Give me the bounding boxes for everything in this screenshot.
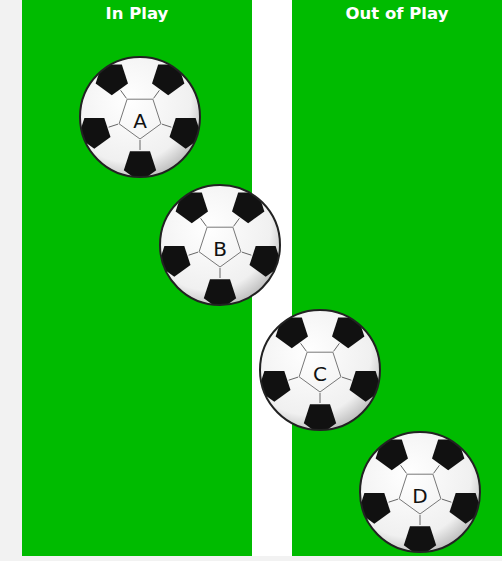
ball-seam bbox=[389, 499, 399, 502]
ball-seam bbox=[121, 90, 127, 98]
soccer-ball: D bbox=[358, 430, 482, 554]
ball-seam bbox=[420, 515, 421, 525]
ball-patch bbox=[376, 439, 408, 470]
ball-seam bbox=[234, 218, 240, 226]
ball-seam bbox=[434, 465, 440, 473]
ball-seam bbox=[220, 268, 221, 278]
ball-seam bbox=[154, 90, 160, 98]
ball-letter: D bbox=[358, 484, 482, 508]
ball-patch bbox=[332, 317, 364, 348]
ball-patch bbox=[124, 151, 156, 179]
ball-seam bbox=[342, 377, 352, 380]
ball-seam bbox=[289, 377, 299, 380]
ball-seam bbox=[442, 499, 452, 502]
ball-letter: B bbox=[158, 237, 282, 261]
ball-seam bbox=[162, 124, 172, 127]
ball-patch bbox=[96, 64, 128, 95]
ball-patch bbox=[276, 317, 308, 348]
ball-patch bbox=[152, 64, 184, 95]
ball-seam bbox=[334, 343, 340, 351]
ball-letter: A bbox=[78, 109, 202, 133]
ball-seam bbox=[201, 218, 207, 226]
soccer-ball: C bbox=[258, 308, 382, 432]
ball-seam bbox=[320, 393, 321, 403]
ball-patch bbox=[432, 439, 464, 470]
ball-seam bbox=[401, 465, 407, 473]
ball-seam bbox=[189, 252, 199, 255]
band-heading: In Play bbox=[22, 0, 252, 23]
ball-patch bbox=[204, 279, 236, 307]
ball-seam bbox=[109, 124, 119, 127]
soccer-ball: B bbox=[158, 183, 282, 307]
ball-patch bbox=[176, 192, 208, 223]
ball-patch bbox=[304, 404, 336, 432]
ball-seam bbox=[301, 343, 307, 351]
soccer-ball: A bbox=[78, 55, 202, 179]
ball-seam bbox=[140, 140, 141, 150]
ball-seam bbox=[242, 252, 252, 255]
ball-patch bbox=[404, 526, 436, 554]
ball-patch bbox=[232, 192, 264, 223]
band-heading: Out of Play bbox=[292, 0, 502, 23]
ball-letter: C bbox=[258, 362, 382, 386]
